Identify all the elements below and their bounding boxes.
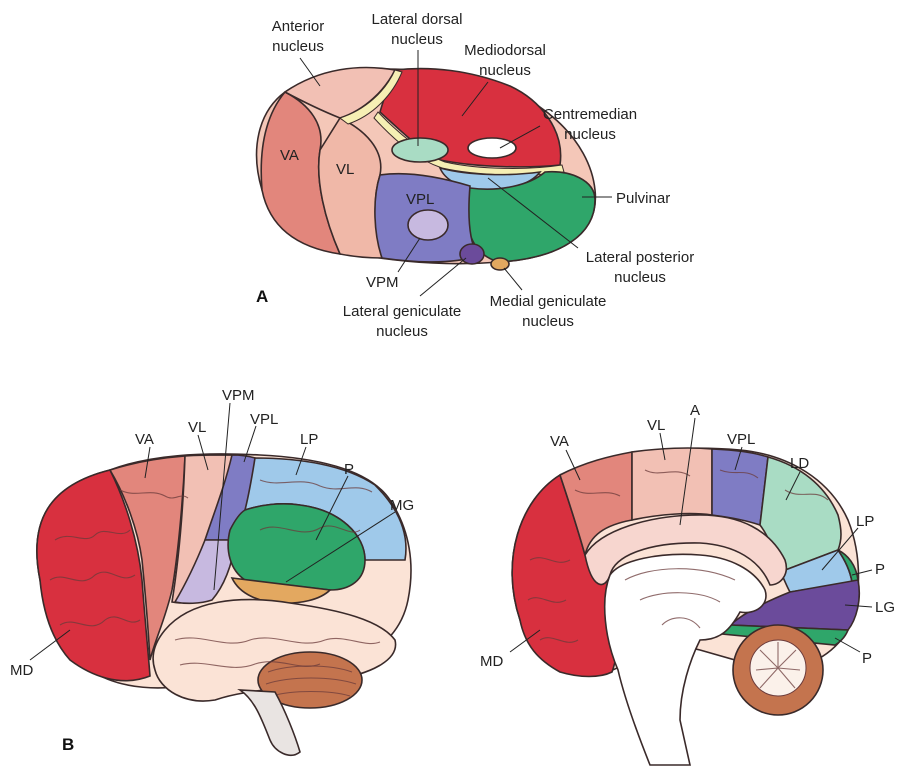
medial-md-leader: [509, 629, 541, 653]
lateral-vpm-label: VPM: [222, 387, 255, 404]
anterior-label-2: nucleus: [272, 38, 324, 55]
lateral-geniculate-label-1: Lateral geniculate: [343, 303, 461, 320]
lateral-lp-label: LP: [300, 431, 318, 448]
lateral-p-label: P: [344, 461, 354, 478]
lateral-md-region: [36, 469, 151, 682]
medial-p-top-label: P: [875, 561, 885, 578]
lateral-mg-label: MG: [390, 497, 414, 514]
medial-lg-leader: [844, 604, 873, 608]
vpm-label: VPM: [366, 274, 399, 291]
medial-geniculate-region: [490, 257, 510, 271]
vpm-region: [407, 209, 449, 241]
centremedian-leader: [499, 125, 541, 149]
medial-geniculate-label-2: nucleus: [522, 313, 574, 330]
centremedian-region: [467, 137, 517, 159]
anterior-label-1: Anterior: [272, 18, 325, 35]
lateral-vpm-leader: [213, 402, 231, 591]
vl-label: VL: [336, 161, 354, 178]
lateral-vl-leader: [197, 434, 209, 471]
medial-p-top-leader: [851, 569, 873, 576]
lateral-posterior-leader: [487, 177, 579, 249]
lateral-vpl-leader: [243, 425, 257, 463]
medial-p-bottom-label: P: [862, 650, 872, 667]
lateral-vpm-region: [173, 539, 237, 605]
lateral-posterior-label-2: nucleus: [614, 269, 666, 286]
va-label: VA: [280, 147, 299, 164]
medial-ld-leader: [785, 471, 801, 501]
panel-a-label: A: [256, 287, 268, 306]
lateral-va-label: VA: [135, 431, 154, 448]
vpl-label: VPL: [406, 191, 434, 208]
medial-inner-lines: [624, 568, 736, 629]
medial-vpl-label: VPL: [727, 431, 755, 448]
medial-lg-label: LG: [875, 599, 895, 616]
lateral-vpl-label: VPL: [250, 411, 278, 428]
lateral-cerebellum: [257, 651, 363, 709]
medial-ld-label: LD: [790, 455, 809, 472]
medial-md-label: MD: [480, 653, 503, 670]
anterior-nucleus-region: [283, 66, 397, 119]
lateral-md-label: MD: [10, 662, 33, 679]
medial-a-label: A: [690, 402, 700, 419]
lateral-brain-diagram: VPM VA VL VPL LP P MG MD B: [10, 387, 414, 756]
medial-a-leader: [679, 417, 696, 526]
medial-vl-leader: [659, 432, 666, 461]
vpm-leader: [397, 237, 421, 273]
pulvinar-label: Pulvinar: [616, 190, 670, 207]
medial-vl-region: [631, 447, 713, 521]
medial-va-region: [559, 451, 633, 559]
medial-geniculate-leader: [503, 267, 523, 291]
medial-inner-structures: [603, 553, 767, 766]
medial-vpl-leader: [734, 446, 743, 471]
lateral-brainstem: [237, 689, 301, 756]
lateral-lp-leader: [295, 446, 307, 476]
lateral-gyri: [49, 479, 381, 668]
arbor-vitae: [755, 642, 801, 689]
medial-vl-label: VL: [647, 417, 665, 434]
medial-lp-leader: [821, 527, 859, 571]
thalamus-diagram: VA VL VPL Anterior nucleus Lateral dorsa…: [255, 11, 694, 340]
lateral-posterior-label-1: Lateral posterior: [586, 249, 694, 266]
medial-p-bottom-leader: [834, 637, 861, 653]
medial-vpl-region: [711, 448, 769, 527]
anterior-leader: [299, 57, 321, 87]
lateral-p-leader: [315, 475, 349, 541]
lateral-geniculate-region: [459, 243, 485, 265]
internal-lamina: [338, 69, 403, 125]
lateral-dorsal-region: [391, 137, 449, 163]
medial-gyri: [527, 469, 829, 643]
lateral-md-leader: [29, 629, 71, 661]
centremedian-label-1: Centremedian: [543, 106, 637, 123]
mediodorsal-leader: [461, 81, 489, 117]
lateral-dorsal-label-2: nucleus: [391, 31, 443, 48]
centremedian-label-2: nucleus: [564, 126, 616, 143]
lateral-geniculate-leader: [419, 257, 467, 297]
medial-geniculate-label-1: Medial geniculate: [490, 293, 607, 310]
lateral-vl-label: VL: [188, 419, 206, 436]
panel-b-label: B: [62, 735, 74, 754]
medial-brain-diagram: VA VL A VPL LD LP P LG P MD: [480, 402, 895, 766]
lateral-dorsal-label-1: Lateral dorsal: [372, 11, 463, 28]
medial-lp-label: LP: [856, 513, 874, 530]
medial-va-label: VA: [550, 433, 569, 450]
lateral-geniculate-label-2: nucleus: [376, 323, 428, 340]
medial-va-leader: [565, 449, 581, 481]
lateral-pulvinar-region: [227, 503, 366, 591]
lateral-mg-leader: [285, 511, 396, 583]
lateral-va-leader: [144, 446, 151, 479]
mediodorsal-label-2: nucleus: [479, 62, 531, 79]
mediodorsal-label-1: Mediodorsal: [464, 42, 546, 59]
